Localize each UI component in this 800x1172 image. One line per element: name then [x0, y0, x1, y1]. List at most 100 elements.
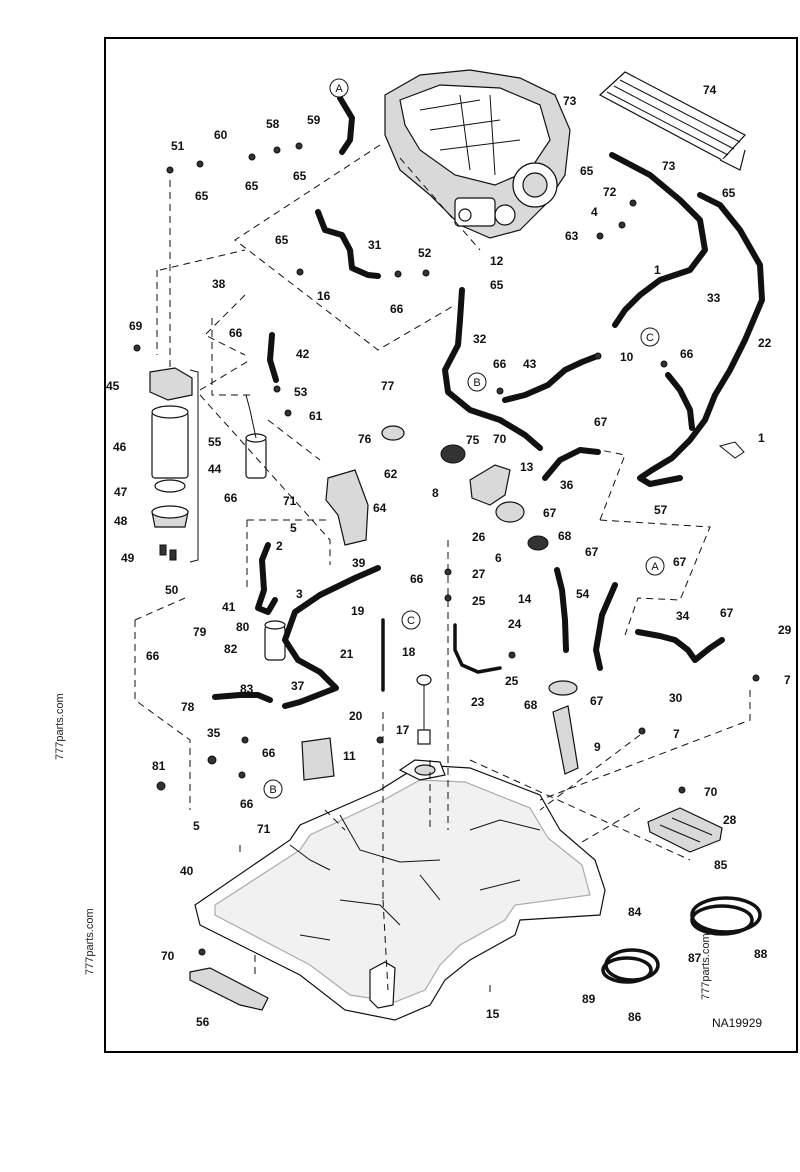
label-25b: 25: [505, 674, 519, 688]
sender-9: [552, 705, 579, 775]
fuel-tank-15: [194, 759, 606, 1021]
label-47: 47: [114, 485, 128, 499]
label-7a: 7: [784, 673, 791, 687]
label-77: 77: [381, 379, 395, 393]
clamp-68: [548, 680, 578, 696]
label-6: 6: [495, 551, 502, 565]
label-39: 39: [352, 556, 366, 570]
callout-B-mid: B: [467, 372, 487, 392]
label-60: 60: [214, 128, 228, 142]
engine-assembly: [384, 69, 571, 239]
label-8: 8: [432, 486, 439, 500]
label-63: 63: [565, 229, 579, 243]
label-66c: 66: [224, 491, 238, 505]
label-65c: 65: [293, 169, 307, 183]
label-51: 51: [171, 139, 185, 153]
label-35: 35: [207, 726, 221, 740]
filter-assembly-44: [149, 367, 199, 563]
label-24: 24: [508, 617, 522, 631]
label-5a: 5: [290, 521, 297, 535]
label-26: 26: [472, 530, 486, 544]
label-25a: 25: [472, 594, 486, 608]
label-71a: 71: [283, 494, 297, 508]
label-65b: 65: [245, 179, 259, 193]
label-66a: 66: [390, 302, 404, 316]
part-labels: 51 60 58 59 65 65 65 65 31 16 52 66 12 6…: [106, 83, 792, 1029]
label-67b: 67: [594, 415, 608, 429]
diagram-frame: [104, 37, 798, 1053]
label-81: 81: [152, 759, 166, 773]
label-5b: 5: [193, 819, 200, 833]
watermark-bottom-right: 777parts.com: [700, 933, 712, 1000]
label-36: 36: [560, 478, 574, 492]
label-79: 79: [193, 625, 207, 639]
svg-text:A: A: [651, 561, 659, 573]
label-50: 50: [165, 583, 179, 597]
label-67d: 67: [673, 555, 687, 569]
label-53: 53: [294, 385, 308, 399]
label-48: 48: [114, 514, 128, 528]
label-68a: 68: [558, 529, 572, 543]
label-66g: 66: [240, 797, 254, 811]
label-10: 10: [620, 350, 634, 364]
label-69: 69: [129, 319, 143, 333]
label-85: 85: [714, 858, 728, 872]
bracket-56: [189, 967, 269, 1011]
label-3: 3: [296, 587, 303, 601]
label-22: 22: [758, 336, 772, 350]
label-86: 86: [628, 1010, 642, 1024]
hose-spools: [601, 896, 762, 984]
label-62: 62: [384, 467, 398, 481]
label-23: 23: [471, 695, 485, 709]
label-66d: 66: [410, 572, 424, 586]
label-54: 54: [576, 587, 590, 601]
label-88: 88: [754, 947, 768, 961]
label-67a: 67: [543, 506, 557, 520]
label-40: 40: [180, 864, 194, 878]
cooler-74: [598, 71, 746, 171]
label-65g: 65: [722, 186, 736, 200]
dashed-lines: [134, 144, 751, 995]
label-65e: 65: [490, 278, 504, 292]
label-11: 11: [343, 749, 356, 763]
fittings: [133, 142, 760, 956]
label-32: 32: [473, 332, 487, 346]
label-74: 74: [703, 83, 717, 97]
label-14: 14: [518, 592, 532, 606]
label-89: 89: [582, 992, 596, 1006]
pump-55: [245, 394, 267, 479]
label-2: 2: [276, 539, 283, 553]
label-12: 12: [490, 254, 504, 268]
hoses: [212, 95, 765, 709]
label-52: 52: [418, 246, 432, 260]
label-59: 59: [307, 113, 321, 127]
label-13: 13: [520, 460, 534, 474]
label-31: 31: [368, 238, 382, 252]
label-65a: 65: [195, 189, 209, 203]
label-15: 15: [486, 1007, 500, 1021]
svg-text:B: B: [269, 784, 276, 796]
label-49: 49: [121, 551, 135, 565]
svg-text:A: A: [335, 83, 343, 95]
label-66i: 66: [493, 357, 507, 371]
bracket-39: [325, 469, 369, 546]
filter-80: [264, 620, 286, 661]
label-45: 45: [106, 379, 120, 393]
label-66b: 66: [229, 326, 243, 340]
label-67c: 67: [585, 545, 599, 559]
label-16: 16: [317, 289, 331, 303]
label-30: 30: [669, 691, 683, 705]
callout-A-right: A: [645, 556, 665, 576]
cap-76: [381, 425, 405, 441]
label-78: 78: [181, 700, 195, 714]
shield-28: [647, 807, 723, 853]
label-34: 34: [676, 609, 690, 623]
label-66f: 66: [262, 746, 276, 760]
label-75: 75: [466, 433, 480, 447]
label-19: 19: [351, 604, 365, 618]
label-72: 72: [603, 185, 617, 199]
label-67f: 67: [590, 694, 604, 708]
label-33: 33: [707, 291, 721, 305]
watermark-bottom-left: 777parts.com: [84, 908, 96, 975]
